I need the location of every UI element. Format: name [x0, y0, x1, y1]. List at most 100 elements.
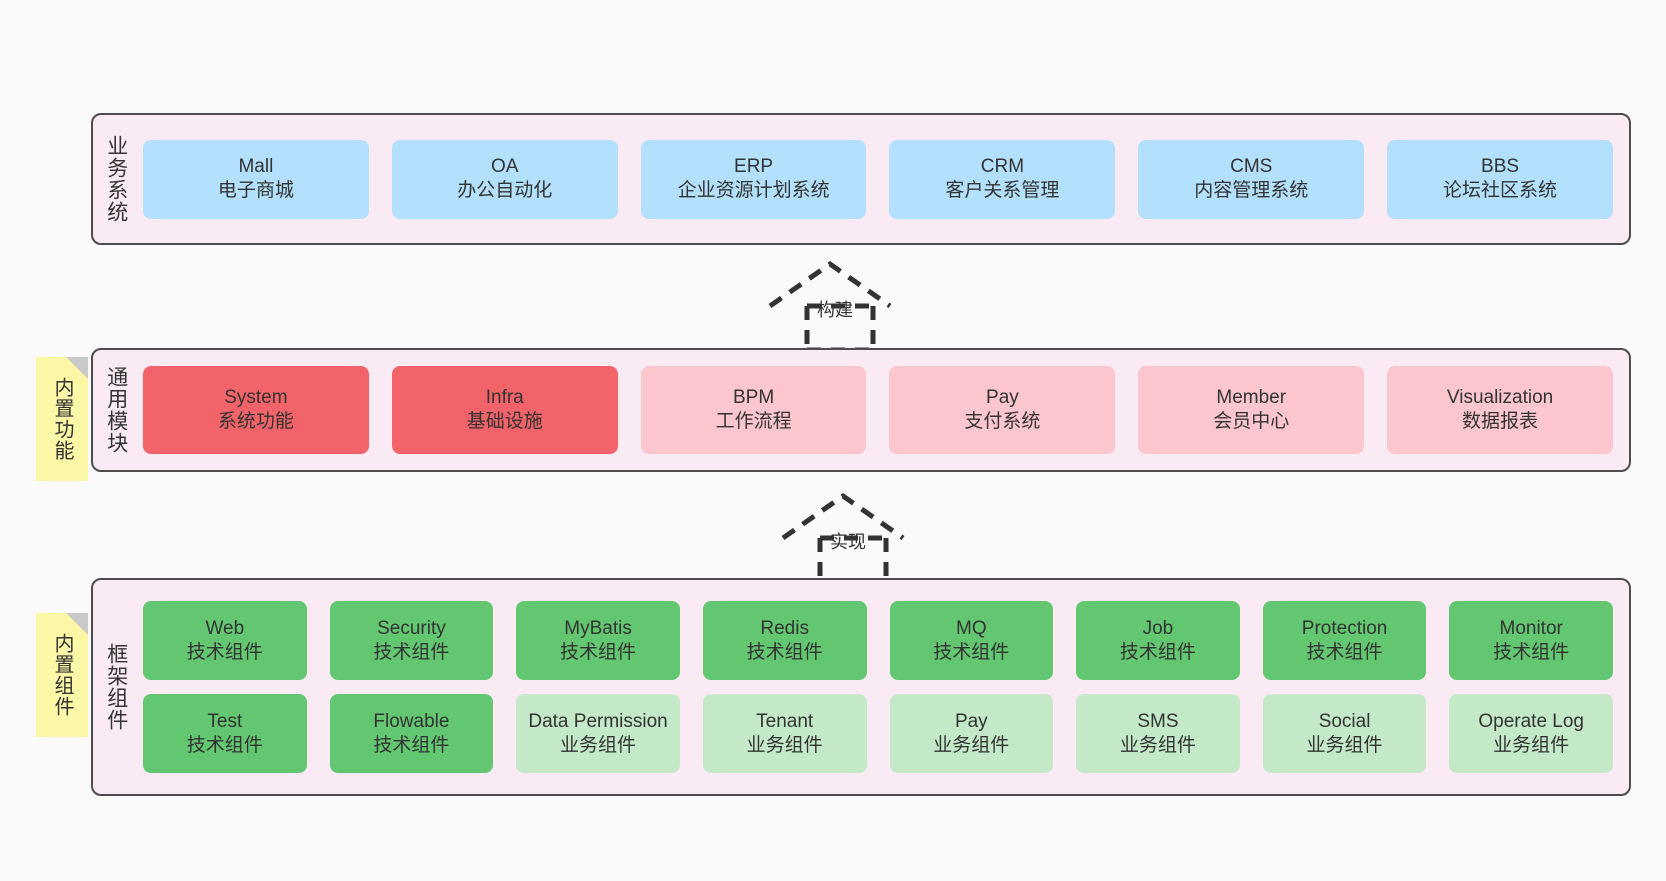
- module-card-mall[interactable]: Mall 电子商城: [143, 139, 369, 219]
- module-card-protection[interactable]: Protection 技术组件: [1262, 601, 1427, 680]
- module-card-sms[interactable]: SMS 业务组件: [1076, 694, 1240, 773]
- module-card-subtitle: 技术组件: [1119, 641, 1196, 663]
- module-card-title: MyBatis: [564, 617, 632, 639]
- module-card-title: OA: [491, 156, 519, 178]
- module-card-infra[interactable]: Infra 基础设施: [391, 366, 618, 454]
- module-card-subtitle: 基础设施: [466, 411, 543, 432]
- module-card-title: Pay: [986, 387, 1019, 409]
- sticky-note-label: 内置组件: [51, 633, 73, 717]
- module-card-title: CRM: [980, 156, 1025, 178]
- module-card-subtitle: 论坛社区系统: [1443, 180, 1558, 201]
- sticky-note-built-in-functions: 内置功能: [36, 357, 88, 481]
- layer-common-modules: 通用模块 System 系统功能 Infra 基础设施 BPM 工作流程 Pay…: [91, 348, 1631, 472]
- module-card-subtitle: 业务组件: [1493, 734, 1570, 756]
- module-card-job[interactable]: Job 技术组件: [1076, 601, 1240, 680]
- connector-implement-label: 实现: [830, 532, 866, 552]
- module-card-test[interactable]: Test 技术组件: [143, 694, 307, 773]
- module-card-title: BBS: [1481, 156, 1520, 178]
- layer-body-framework-components: Web 技术组件 Security 技术组件 MyBatis 技术组件 Redi…: [139, 580, 1629, 794]
- module-card-title: CMS: [1230, 156, 1273, 178]
- module-card-title: Operate Log: [1478, 710, 1584, 732]
- module-card-title: Job: [1142, 617, 1174, 639]
- module-card-pay-business[interactable]: Pay 业务组件: [889, 694, 1054, 773]
- layer-title-business-systems: 业务系统: [104, 135, 128, 223]
- module-card-subtitle: 办公自动化: [457, 180, 553, 201]
- module-card-data-permission[interactable]: Data Permission 业务组件: [516, 694, 680, 773]
- module-card-title: Test: [207, 710, 243, 732]
- layer-business-systems: 业务系统 Mall 电子商城 OA 办公自动化 ERP 企业资源计划系统 CRM…: [91, 113, 1631, 245]
- module-card-title: Monitor: [1499, 617, 1563, 639]
- module-card-subtitle: 技术组件: [746, 641, 823, 663]
- module-card-title: Web: [205, 617, 245, 639]
- module-card-subtitle: 技术组件: [373, 641, 450, 663]
- module-card-subtitle: 客户关系管理: [945, 180, 1060, 201]
- module-card-flowable[interactable]: Flowable 技术组件: [329, 694, 494, 773]
- card-row: Web 技术组件 Security 技术组件 MyBatis 技术组件 Redi…: [143, 601, 1629, 680]
- module-card-bbs[interactable]: BBS 论坛社区系统: [1387, 139, 1613, 219]
- sticky-note-built-in-components: 内置组件: [36, 613, 88, 737]
- module-card-subtitle: 业务组件: [1306, 734, 1383, 756]
- sticky-note-label: 内置功能: [51, 377, 73, 461]
- module-card-title: Visualization: [1446, 387, 1554, 409]
- module-card-subtitle: 会员中心: [1213, 411, 1290, 432]
- module-card-operate-log[interactable]: Operate Log 业务组件: [1449, 694, 1613, 773]
- module-card-subtitle: 系统功能: [217, 411, 294, 432]
- module-card-title: Protection: [1301, 617, 1388, 639]
- module-card-subtitle: 企业资源计划系统: [677, 180, 830, 201]
- module-card-subtitle: 业务组件: [1119, 734, 1196, 756]
- layer-framework-components: 框架组件 Web 技术组件 Security 技术组件 MyBatis 技术组件…: [91, 578, 1631, 796]
- module-card-title: BPM: [732, 387, 775, 409]
- module-card-title: ERP: [734, 156, 774, 178]
- module-card-title: Mall: [238, 156, 274, 178]
- module-card-social[interactable]: Social 业务组件: [1262, 694, 1427, 773]
- layer-title-framework-components: 框架组件: [104, 643, 128, 731]
- module-card-subtitle: 技术组件: [1493, 641, 1570, 663]
- module-card-subtitle: 技术组件: [373, 734, 450, 756]
- module-card-bpm[interactable]: BPM 工作流程: [640, 366, 867, 454]
- module-card-member[interactable]: Member 会员中心: [1138, 366, 1365, 454]
- module-card-title: Member: [1216, 387, 1287, 409]
- module-card-subtitle: 技术组件: [1306, 641, 1383, 663]
- module-card-title: Infra: [485, 387, 524, 409]
- module-card-tenant[interactable]: Tenant 业务组件: [702, 694, 867, 773]
- module-card-title: MQ: [956, 617, 987, 639]
- module-card-crm[interactable]: CRM 客户关系管理: [889, 139, 1116, 219]
- module-card-web[interactable]: Web 技术组件: [143, 601, 307, 680]
- module-card-mybatis[interactable]: MyBatis 技术组件: [516, 601, 680, 680]
- module-card-title: Data Permission: [528, 710, 668, 732]
- module-card-title: Tenant: [756, 710, 814, 732]
- module-card-title: SMS: [1137, 710, 1179, 732]
- module-card-subtitle: 工作流程: [715, 411, 792, 432]
- layer-body-common-modules: System 系统功能 Infra 基础设施 BPM 工作流程 Pay 支付系统…: [139, 350, 1629, 470]
- module-card-subtitle: 支付系统: [964, 411, 1041, 432]
- module-card-subtitle: 内容管理系统: [1194, 180, 1309, 201]
- card-row: Test 技术组件 Flowable 技术组件 Data Permission …: [143, 694, 1629, 773]
- module-card-title: Redis: [760, 617, 809, 639]
- module-card-security[interactable]: Security 技术组件: [329, 601, 494, 680]
- layer-body-business-systems: Mall 电子商城 OA 办公自动化 ERP 企业资源计划系统 CRM 客户关系…: [139, 115, 1629, 243]
- module-card-subtitle: 技术组件: [186, 641, 263, 663]
- connector-build-label: 构建: [817, 300, 853, 320]
- module-card-subtitle: 技术组件: [933, 641, 1010, 663]
- module-card-subtitle: 技术组件: [186, 734, 263, 756]
- module-card-visualization[interactable]: Visualization 数据报表: [1387, 366, 1613, 454]
- module-card-subtitle: 业务组件: [933, 734, 1010, 756]
- module-card-cms[interactable]: CMS 内容管理系统: [1138, 139, 1365, 219]
- module-card-oa[interactable]: OA 办公自动化: [391, 139, 618, 219]
- card-row: Mall 电子商城 OA 办公自动化 ERP 企业资源计划系统 CRM 客户关系…: [143, 139, 1629, 219]
- module-card-pay[interactable]: Pay 支付系统: [889, 366, 1116, 454]
- module-card-system[interactable]: System 系统功能: [143, 366, 369, 454]
- module-card-subtitle: 数据报表: [1462, 411, 1539, 432]
- module-card-title: System: [224, 387, 288, 409]
- module-card-title: Social: [1318, 710, 1371, 732]
- module-card-title: Pay: [954, 710, 988, 732]
- module-card-mq[interactable]: MQ 技术组件: [889, 601, 1054, 680]
- module-card-monitor[interactable]: Monitor 技术组件: [1449, 601, 1613, 680]
- module-card-title: Security: [377, 617, 446, 639]
- layer-title-common-modules: 通用模块: [104, 366, 128, 454]
- module-card-subtitle: 电子商城: [217, 180, 294, 201]
- module-card-subtitle: 业务组件: [560, 734, 637, 756]
- module-card-redis[interactable]: Redis 技术组件: [702, 601, 867, 680]
- card-row: System 系统功能 Infra 基础设施 BPM 工作流程 Pay 支付系统…: [143, 366, 1629, 454]
- module-card-erp[interactable]: ERP 企业资源计划系统: [640, 139, 867, 219]
